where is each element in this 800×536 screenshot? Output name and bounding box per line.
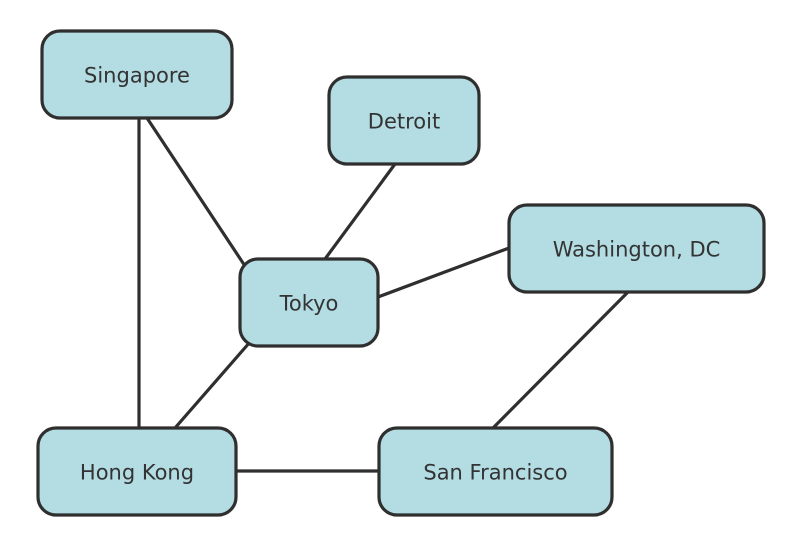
node-label-tokyo: Tokyo [279,292,339,316]
node-box-san-francisco [377,426,614,517]
node-tokyo: Tokyo [238,257,380,348]
edge-washington-tokyo [376,246,511,299]
edge-singapore-tokyo [145,116,247,268]
node-box-detroit [327,75,481,166]
node-label-washington: Washington, DC [553,238,721,262]
edges-layer [137,116,630,473]
node-box-washington [507,203,766,294]
node-label-hong-kong: Hong Kong [80,461,194,485]
node-label-detroit: Detroit [368,110,440,134]
node-box-tokyo [238,257,380,348]
node-label-singapore: Singapore [84,64,190,88]
node-detroit: Detroit [327,75,481,166]
node-hong-kong: Hong Kong [36,426,238,517]
node-box-hong-kong [36,426,238,517]
edge-detroit-tokyo [323,162,397,261]
node-label-san-francisco: San Francisco [423,461,567,485]
edge-washington-san-francisco [491,290,630,430]
node-san-francisco: San Francisco [377,426,614,517]
node-box-singapore [40,29,234,120]
node-singapore: Singapore [40,29,234,120]
edge-tokyo-hong-kong [173,340,252,430]
node-washington: Washington, DC [507,203,766,294]
